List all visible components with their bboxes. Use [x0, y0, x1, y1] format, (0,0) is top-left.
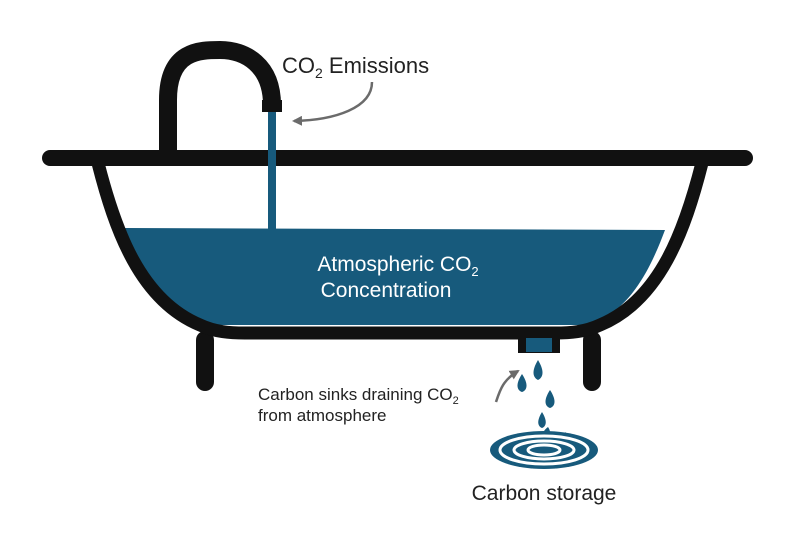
storage-label: Carbon storage [472, 482, 617, 505]
droplet-3 [545, 390, 555, 408]
sinks-label-line2: from atmosphere [258, 406, 387, 425]
concentration-label-line2: Concentration [321, 279, 452, 302]
faucet [159, 40, 281, 150]
droplet-2 [517, 374, 527, 392]
tub-body [91, 156, 709, 340]
sinks-label-line1: Carbon sinks draining CO2 [258, 385, 459, 407]
faucet-spout [262, 100, 282, 112]
ripple-outer [490, 431, 598, 469]
drain-water [526, 338, 552, 352]
droplet-1 [533, 360, 543, 380]
tub-water [125, 228, 665, 325]
sinks-arrow [494, 369, 520, 403]
ripple-ring-1 [498, 434, 590, 466]
emissions-arrow [292, 81, 374, 126]
ripple-ring-2 [512, 439, 576, 461]
emissions-label: CO2 Emissions [282, 53, 429, 81]
droplet-4 [538, 412, 546, 428]
concentration-label-line1: Atmospheric CO2 [317, 253, 478, 279]
ripple-ring-3 [526, 443, 562, 457]
emission-stream [268, 112, 276, 230]
